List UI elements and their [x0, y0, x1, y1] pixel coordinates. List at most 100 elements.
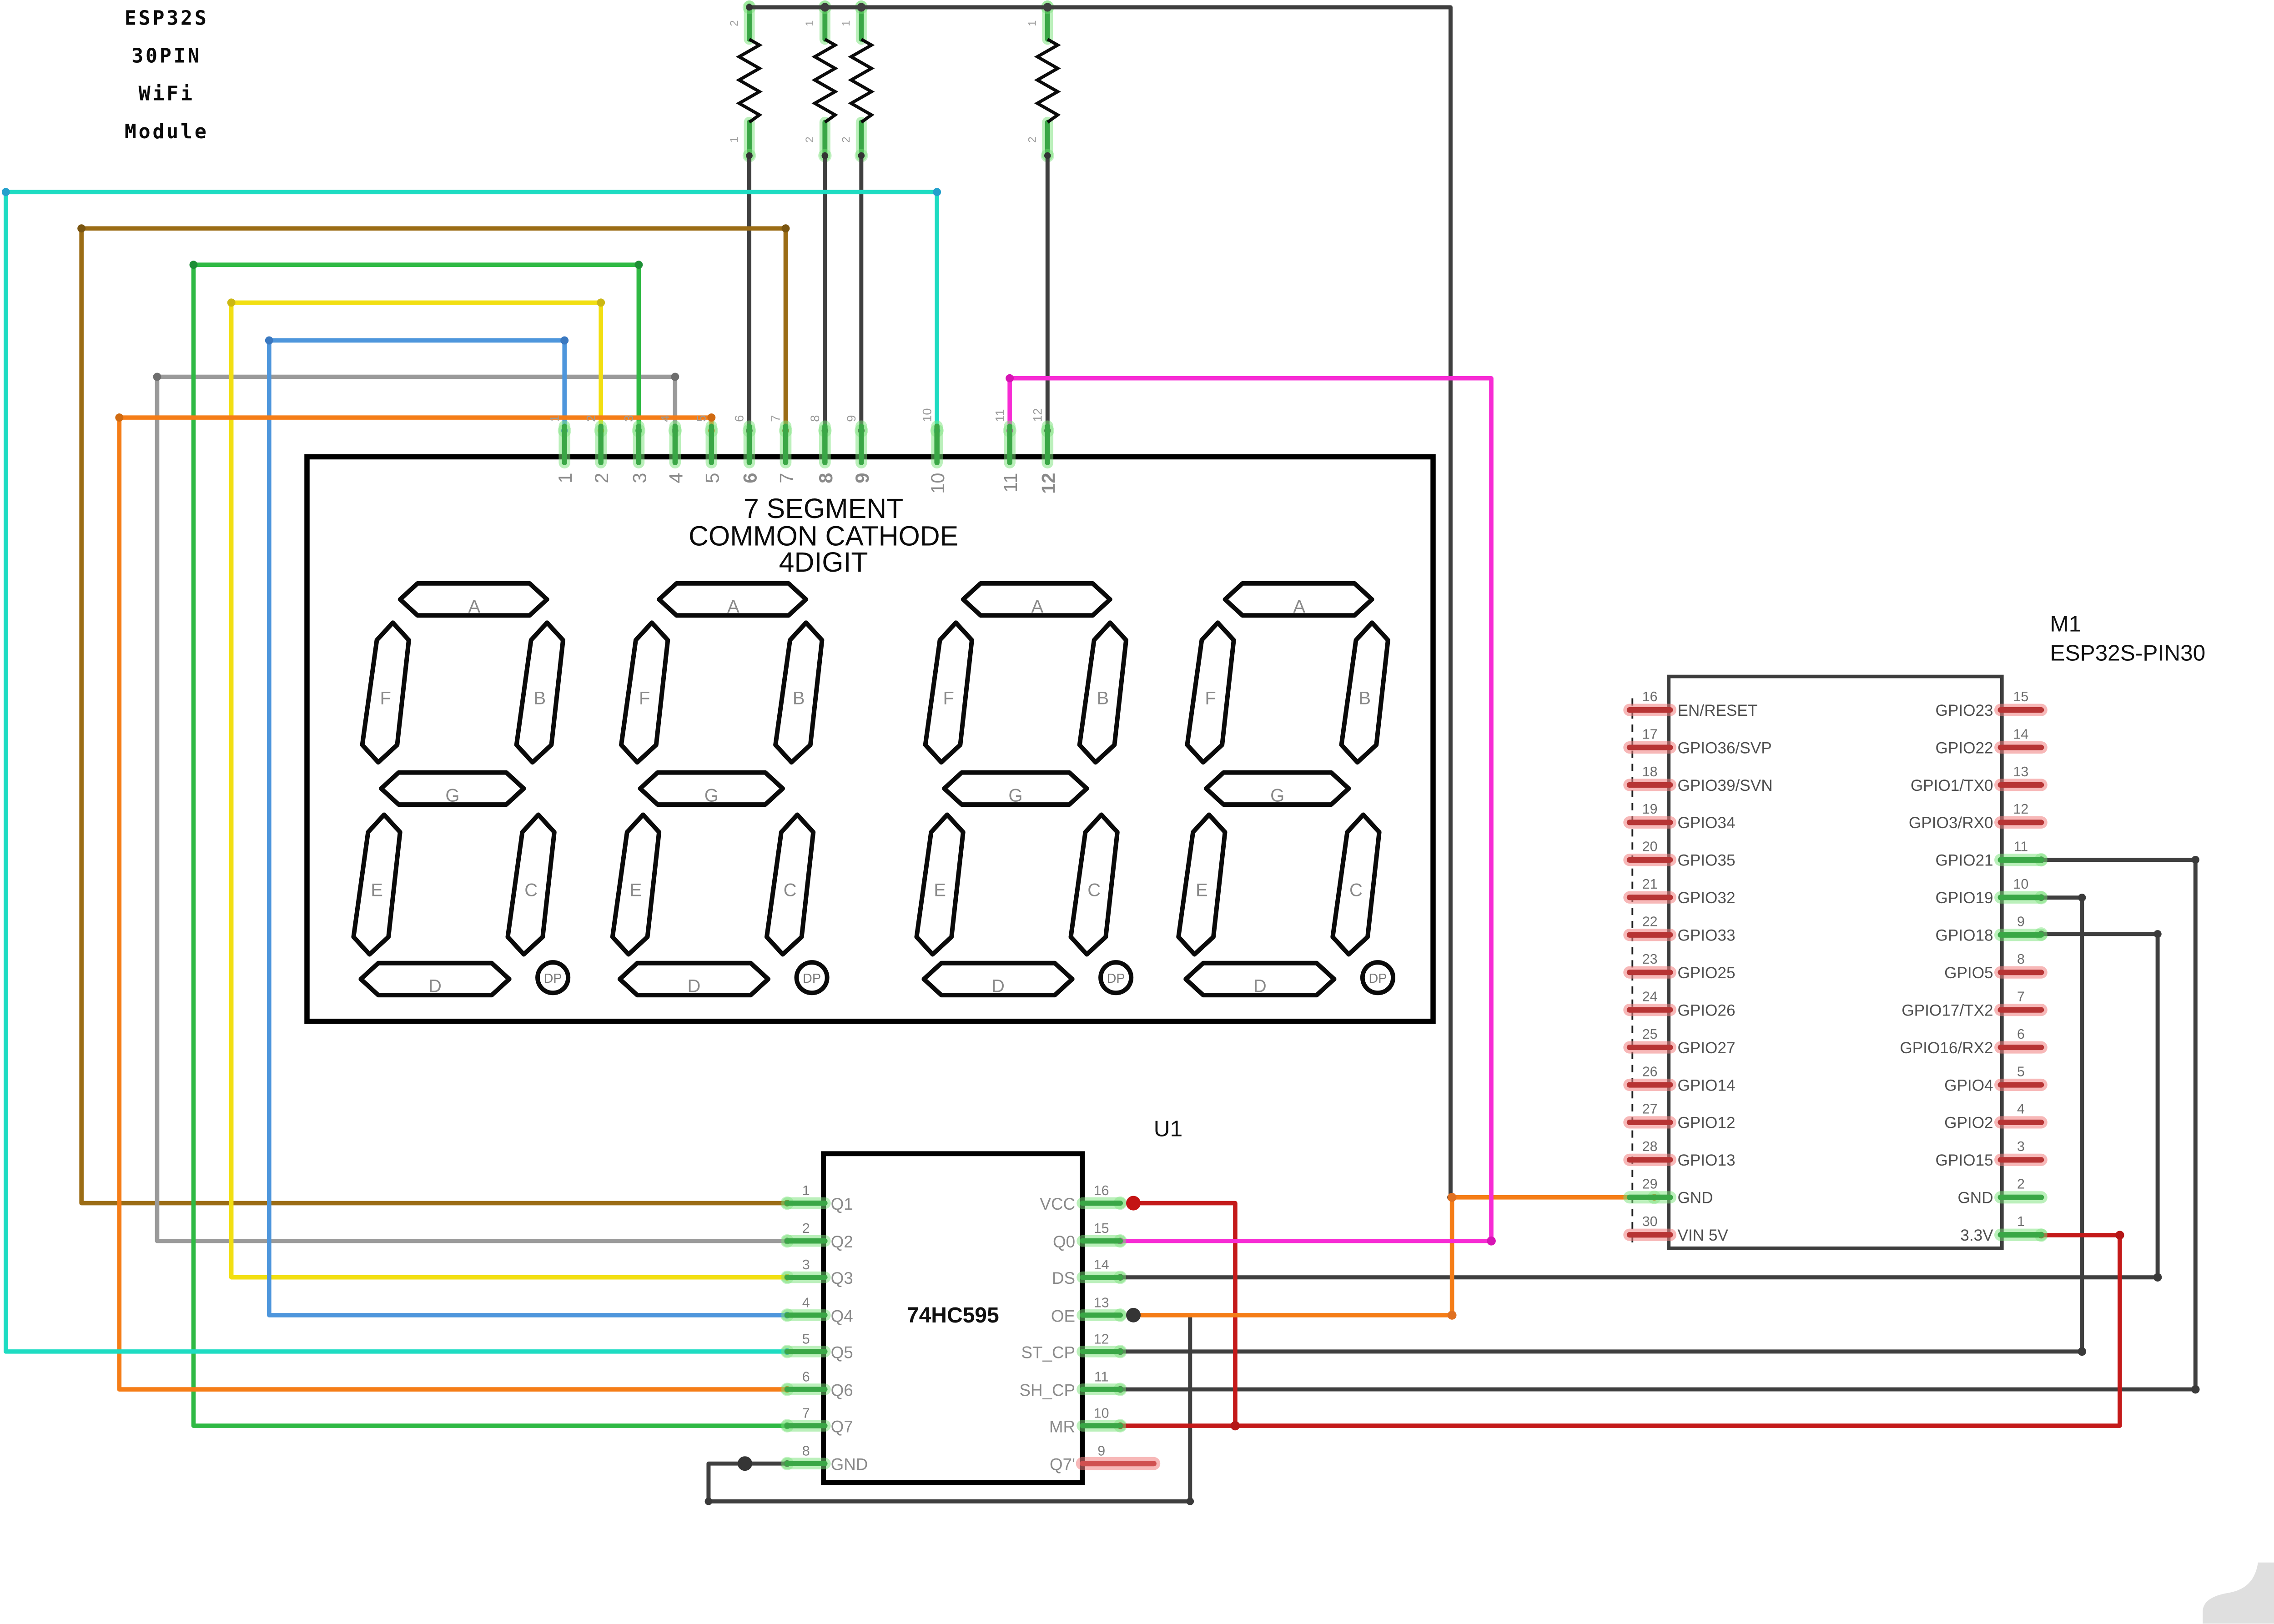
wire-oe-to-esp-gnd29[interactable] — [1131, 1195, 1657, 1317]
pin-number: 25 — [1642, 1026, 1658, 1042]
pin-number: 28 — [1642, 1139, 1658, 1154]
display-title-line2: COMMON CATHODE — [689, 521, 959, 553]
seven-segment-display-body[interactable] — [304, 454, 1436, 1024]
resistor-pin-label: 2 — [1026, 136, 1039, 142]
shift-register-body[interactable] — [821, 1151, 1085, 1485]
wire-ds-to-gpio18[interactable] — [1118, 932, 2160, 1280]
junction-dot — [227, 298, 236, 307]
segment-label: G — [445, 786, 459, 806]
pin-number: 2 — [802, 1221, 810, 1236]
junction-dot — [1447, 1310, 1457, 1320]
pin-number: 5 — [2017, 1064, 2025, 1079]
pin-name: GPIO1/TX0 — [1911, 777, 1993, 794]
esp32-ref: M1 — [2050, 612, 2082, 638]
resistor-4[interactable] — [1034, 38, 1061, 124]
resistor-pin-label: 1 — [728, 136, 740, 142]
segment-label: A — [1293, 597, 1305, 617]
wire-vcc-drop[interactable] — [1131, 1201, 1238, 1428]
segment-e — [914, 812, 966, 957]
esp32-body[interactable] — [1667, 674, 2004, 1250]
segment-label: C — [1087, 880, 1101, 900]
wire-shcp-to-gpio21[interactable] — [1118, 858, 2198, 1392]
display-pin-number-outer: 10 — [920, 408, 934, 422]
esp32-part-label: ESP32S-PIN30 — [2050, 641, 2206, 667]
segment-label: D — [991, 976, 1005, 996]
junction-dot — [1487, 1236, 1496, 1246]
resistor-pin-label: 1 — [840, 20, 852, 26]
pin-number: 15 — [2013, 689, 2029, 704]
segment-f — [923, 620, 974, 765]
pin-name: GPIO5 — [1944, 964, 1993, 982]
pin-name: GPIO39/SVN — [1677, 777, 1772, 794]
segment-b — [1339, 620, 1390, 765]
wire-endpoint — [858, 152, 865, 159]
pin-number: 1 — [2017, 1214, 2025, 1229]
pin-name: Q3 — [831, 1269, 853, 1287]
wire-endpoint — [821, 152, 829, 159]
junction-dot — [2153, 1273, 2162, 1282]
pin-number: 17 — [1642, 726, 1658, 742]
pin-name: 3.3V — [1960, 1227, 1993, 1244]
junction-dot — [634, 261, 643, 269]
segment-b — [1077, 620, 1128, 765]
wire-stcp-to-gpio19[interactable] — [1118, 895, 2084, 1354]
pin-number: 19 — [1642, 801, 1658, 817]
esp32-center-line2: 30PIN — [131, 45, 202, 69]
wire-mr-to-3v3[interactable] — [1118, 1233, 2122, 1428]
segment-label: F — [1205, 688, 1216, 708]
segment-e — [351, 812, 402, 957]
wire-q0-to-display-pin11[interactable] — [1007, 376, 1494, 1243]
pin-name: Q2 — [831, 1232, 853, 1251]
display-pin-number-outer: 6 — [732, 415, 746, 422]
pin-name: Q7' — [1050, 1455, 1075, 1474]
junction-dot — [597, 298, 605, 307]
segment-label: B — [533, 688, 546, 708]
pin-number: 3 — [2017, 1139, 2025, 1154]
display-pin-number-inner: 8 — [815, 473, 836, 483]
pin-number: 14 — [1094, 1257, 1109, 1272]
pin-name: Q5 — [831, 1343, 853, 1362]
display-pin-number-outer: 3 — [622, 415, 636, 422]
pin-name: GPIO12 — [1677, 1114, 1735, 1132]
segment-dp-label: DP — [1368, 971, 1387, 986]
resistor-pin-label: 2 — [804, 136, 816, 142]
pin-name: GPIO3/RX0 — [1909, 814, 1993, 832]
resistor-1[interactable] — [735, 38, 763, 124]
esp32-center-line4: Module — [124, 121, 209, 144]
junction-dot — [737, 1456, 752, 1471]
pin-number: 15 — [1094, 1221, 1109, 1236]
resistor-pin-label: 1 — [804, 20, 816, 26]
junction-dot — [2153, 930, 2162, 938]
segment-label: F — [943, 688, 954, 708]
junction-dot — [707, 413, 716, 422]
segment-label: C — [524, 880, 538, 900]
segment-b — [514, 620, 565, 765]
segment-f — [1185, 620, 1236, 765]
wire-gnd-common-rail[interactable] — [747, 5, 1453, 1200]
segment-d — [358, 960, 512, 998]
segment-label: G — [1270, 786, 1284, 806]
display-pin-number-inner: 6 — [739, 473, 760, 483]
display-pin-number-outer: 2 — [584, 415, 598, 422]
resistor-2[interactable] — [811, 38, 839, 124]
pin-number: 29 — [1642, 1177, 1658, 1192]
pin-number: 26 — [1642, 1064, 1658, 1079]
junction-dot — [153, 372, 161, 381]
pin-name: GPIO34 — [1677, 814, 1735, 832]
pin-name: OE — [1051, 1307, 1075, 1325]
display-pin-number-inner: 10 — [927, 473, 948, 494]
pin-name: GPIO4 — [1944, 1076, 1993, 1094]
segment-label: F — [639, 688, 650, 708]
shift-register-part-label: 74HC595 — [906, 1303, 999, 1328]
segment-label: B — [1097, 688, 1109, 708]
segment-f — [619, 620, 670, 765]
junction-dot — [1447, 1192, 1457, 1202]
segment-dp-label: DP — [1107, 971, 1125, 986]
segment-dp — [1360, 960, 1396, 996]
junction-dot — [857, 3, 866, 12]
segment-dp — [794, 960, 830, 996]
resistor-3[interactable] — [848, 38, 875, 124]
